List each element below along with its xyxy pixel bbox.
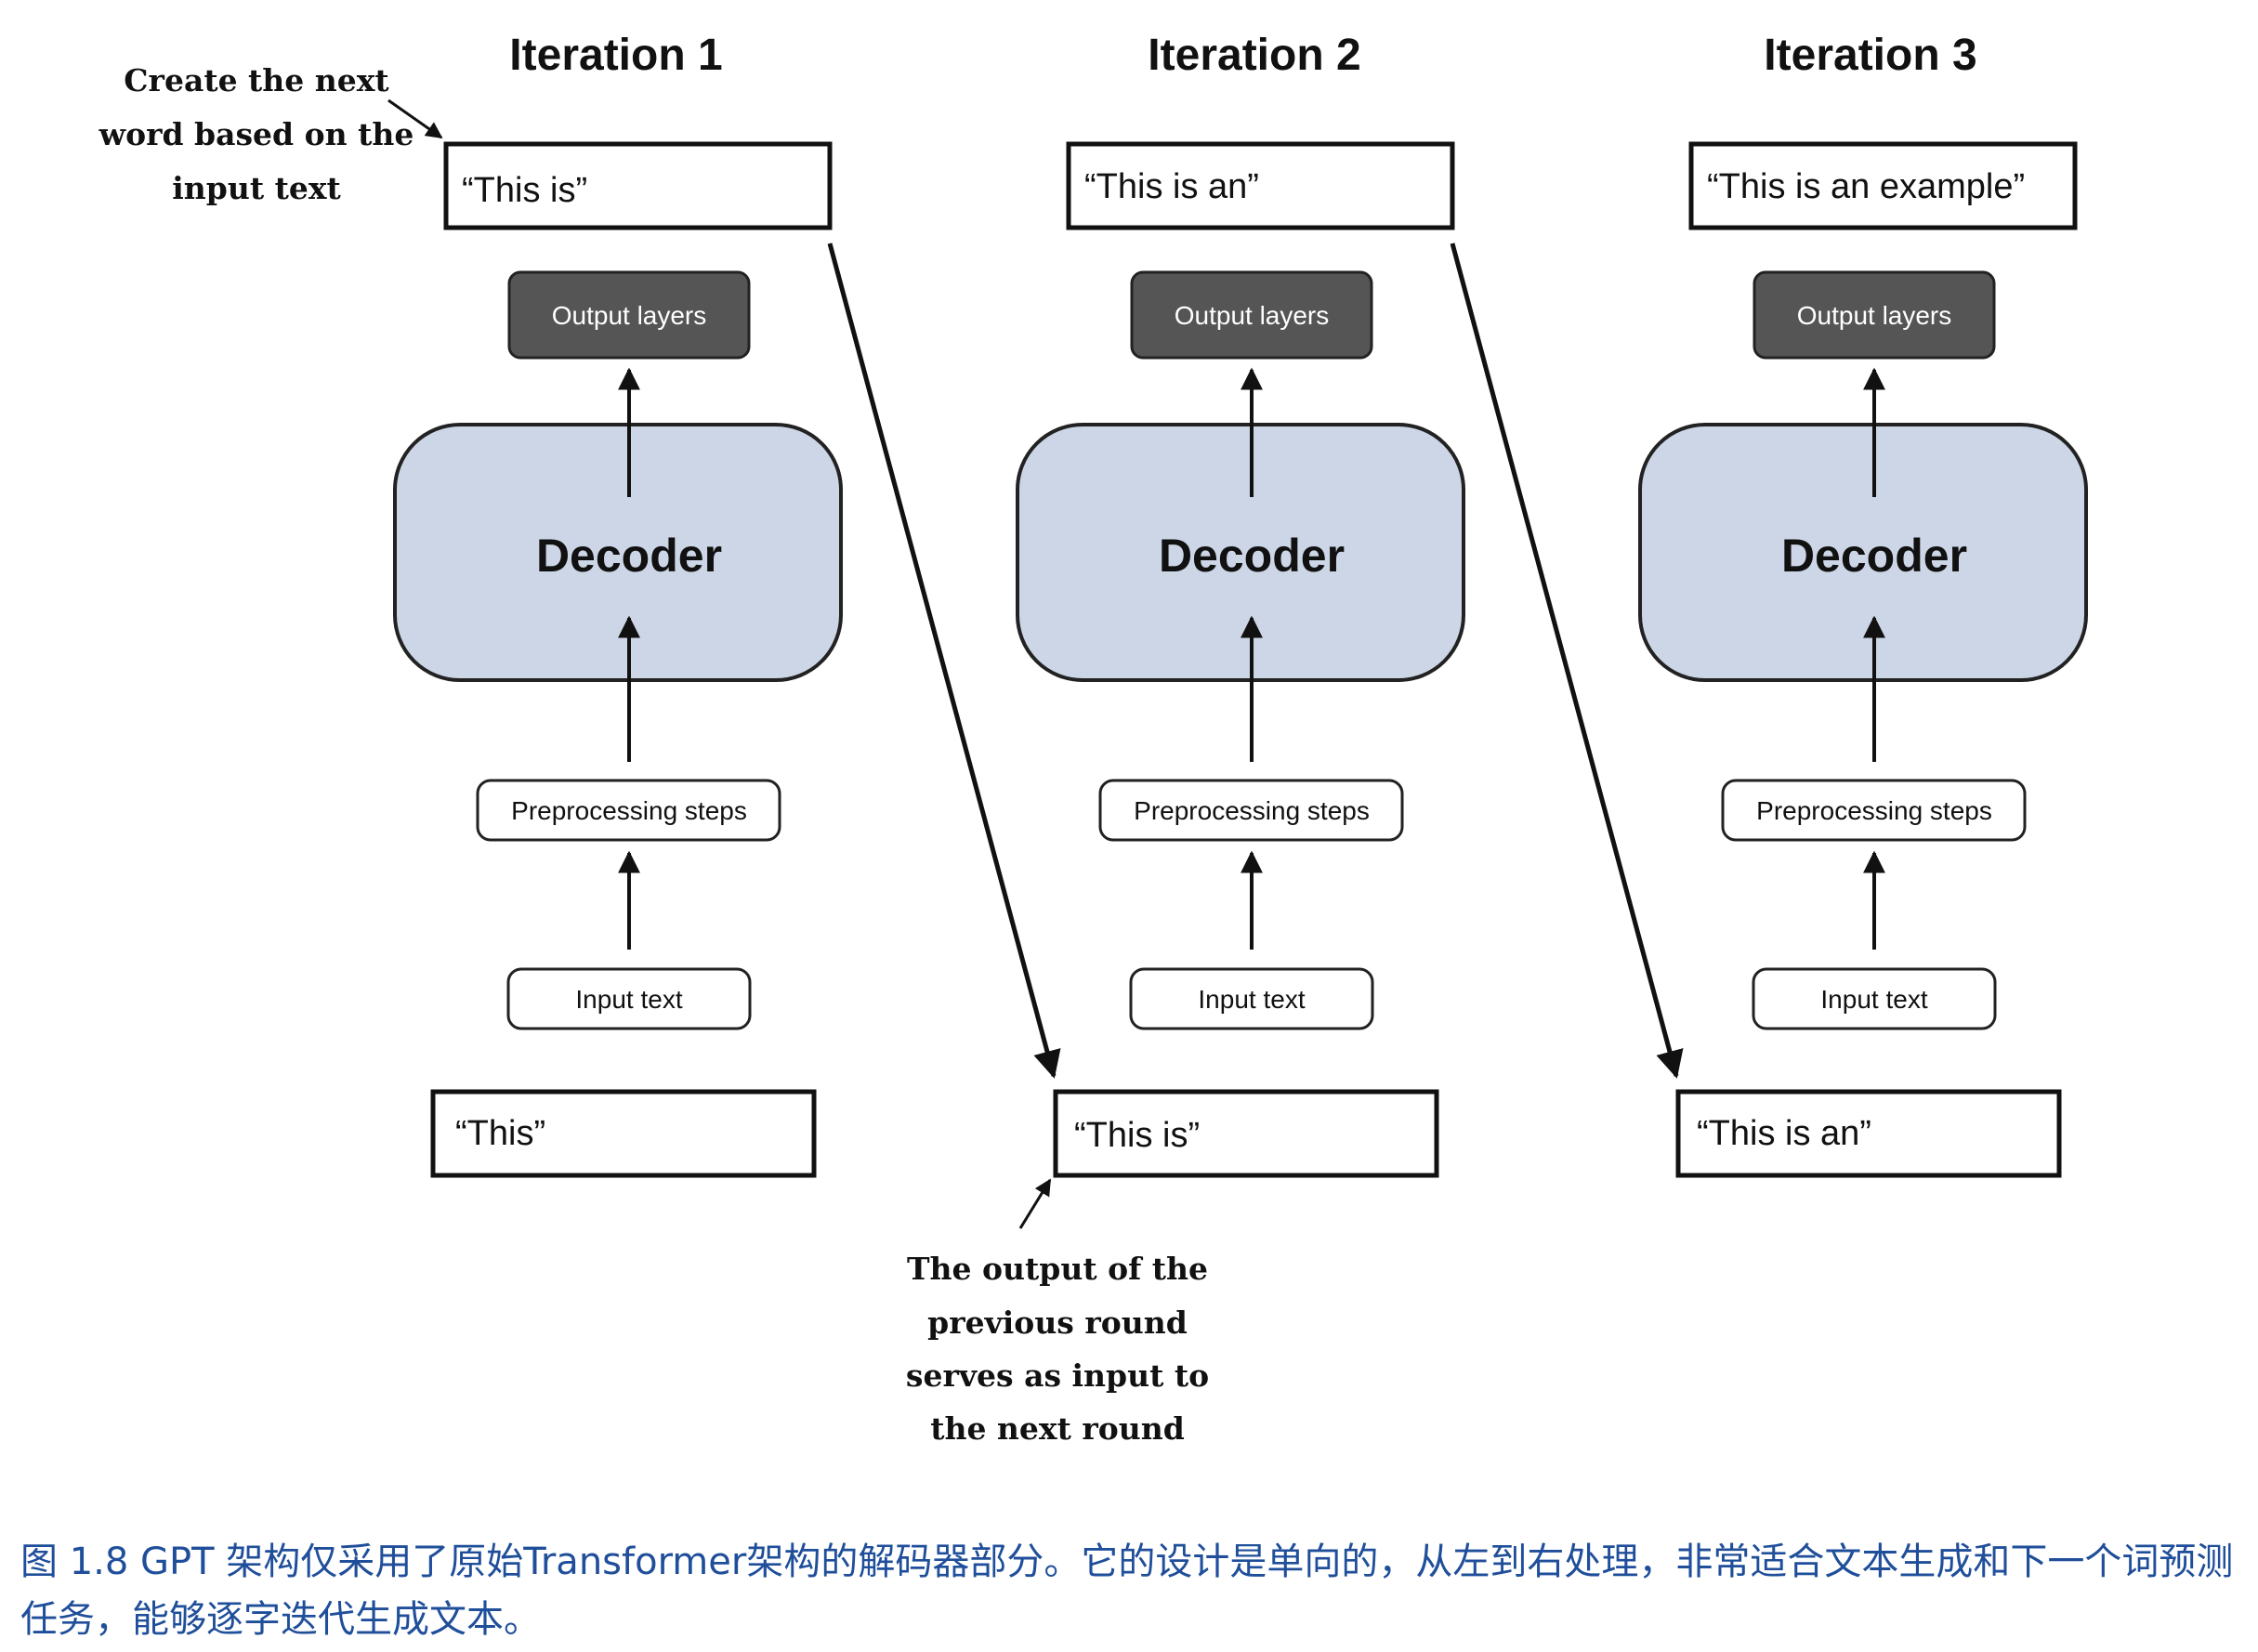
preprocessing-box [1721,779,2027,842]
output-layers-box [1130,270,1373,360]
annotation-line: Create the next [124,62,389,98]
decoder-label: Decoder [536,530,722,582]
annotation-top-left-arrow [387,98,443,139]
output-text-box [1066,141,1455,230]
annotation-bottom-arrow [1018,1178,1052,1229]
annotation-bottom: The output of the previous round serves … [906,1251,1209,1447]
decoder-label: Decoder [1781,530,1967,582]
annotation-line: previous round [927,1305,1188,1341]
input-value-box [1053,1089,1439,1178]
iteration-title: Iteration 2 [1148,31,1360,80]
output-text: “This is an example” [1707,167,2025,206]
annotation-line: the next round [930,1410,1185,1447]
decoder-box [1638,423,2088,682]
input-value: “This” [455,1114,545,1153]
input-text-label: Input text [575,985,682,1014]
input-value-box [1675,1089,2062,1178]
annotation-line: serves as input to [906,1357,1209,1394]
preprocessing-label: Preprocessing steps [1756,796,1992,825]
output-text: “This is an” [1084,167,1259,206]
output-text-box [443,141,833,230]
input-text-label: Input text [1820,985,1927,1014]
output-layers-box [1753,270,1996,360]
iteration-column-1: Iteration 1 “This is” Output layers Deco… [393,31,843,1178]
preprocessing-box [1098,779,1404,842]
iteration-title: Iteration 3 [1764,31,1976,80]
decoder-box [393,423,843,682]
preprocessing-label: Preprocessing steps [1134,796,1370,825]
feedback-arrow-1-to-2 [827,243,1061,1079]
output-layers-label: Output layers [552,301,707,330]
iteration-column-2: Iteration 2 “This is an” Output layers D… [1016,31,1465,1178]
preprocessing-label: Preprocessing steps [511,796,747,825]
output-layers-label: Output layers [1175,301,1330,330]
decoder-label: Decoder [1159,530,1345,582]
gpt-iteration-diagram: Iteration 1 “This is” Output layers Deco… [98,31,2088,1447]
input-text-box [1129,967,1374,1030]
input-text-label: Input text [1198,985,1305,1014]
input-text-box [506,967,752,1030]
decoder-box [1016,423,1465,682]
output-layers-label: Output layers [1797,301,1952,330]
output-text-box [1688,141,2078,230]
iteration-column-3: Iteration 3 “This is an example” Output … [1638,31,2088,1178]
input-text-box [1752,967,1997,1030]
output-text: “This is” [462,171,587,210]
input-value-box [430,1089,817,1178]
annotation-line: word based on the [98,116,414,152]
input-value: “This is” [1074,1116,1200,1155]
iteration-title: Iteration 1 [509,31,722,80]
input-value: “This is an” [1697,1114,1871,1153]
annotation-line: input text [172,170,341,206]
feedback-arrow-2-to-3 [1450,243,1684,1079]
preprocessing-box [476,779,781,842]
output-layers-box [507,270,751,360]
figure-caption: 图 1.8 GPT 架构仅采用了原始Transformer架构的解码器部分。它的… [20,1541,2234,1641]
annotation-line: The output of the [907,1251,1208,1287]
annotation-top-left: Create the next word based on the input … [98,62,414,206]
